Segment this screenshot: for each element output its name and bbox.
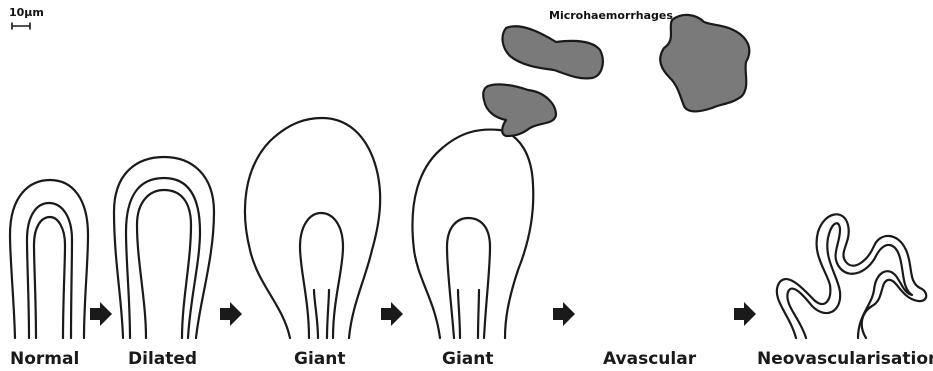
microhaemorrhages-label: Microhaemorrhages [549, 9, 673, 22]
stage-label-avascular: Avascular [603, 349, 696, 369]
right-arrow-icon [553, 302, 575, 326]
right-arrow-icon [734, 302, 756, 326]
giant-capillary-haemorrhage [412, 130, 533, 338]
stage-label-giant: Giant [294, 349, 345, 369]
scale-bar-label: 10µm [9, 6, 44, 19]
microhaemorrhage-3 [660, 15, 749, 112]
microhaemorrhage-1 [503, 26, 603, 78]
normal-capillary [10, 180, 88, 338]
giant-capillary [245, 118, 380, 338]
stage-label-neovascularisation: Neovascularisation [757, 349, 933, 369]
right-arrow-icon [220, 302, 242, 326]
stage-label-normal: Normal [10, 349, 79, 369]
stage-label-dilated: Dilated [128, 349, 197, 369]
neovascular-capillary [777, 214, 926, 338]
microhaemorrhage-2 [483, 84, 556, 136]
stage-label-giant-haemorrhage: Giant [442, 349, 493, 369]
right-arrow-icon [381, 302, 403, 326]
dilated-capillary [114, 157, 214, 338]
scale-bar [12, 23, 30, 29]
right-arrow-icon [90, 302, 112, 326]
